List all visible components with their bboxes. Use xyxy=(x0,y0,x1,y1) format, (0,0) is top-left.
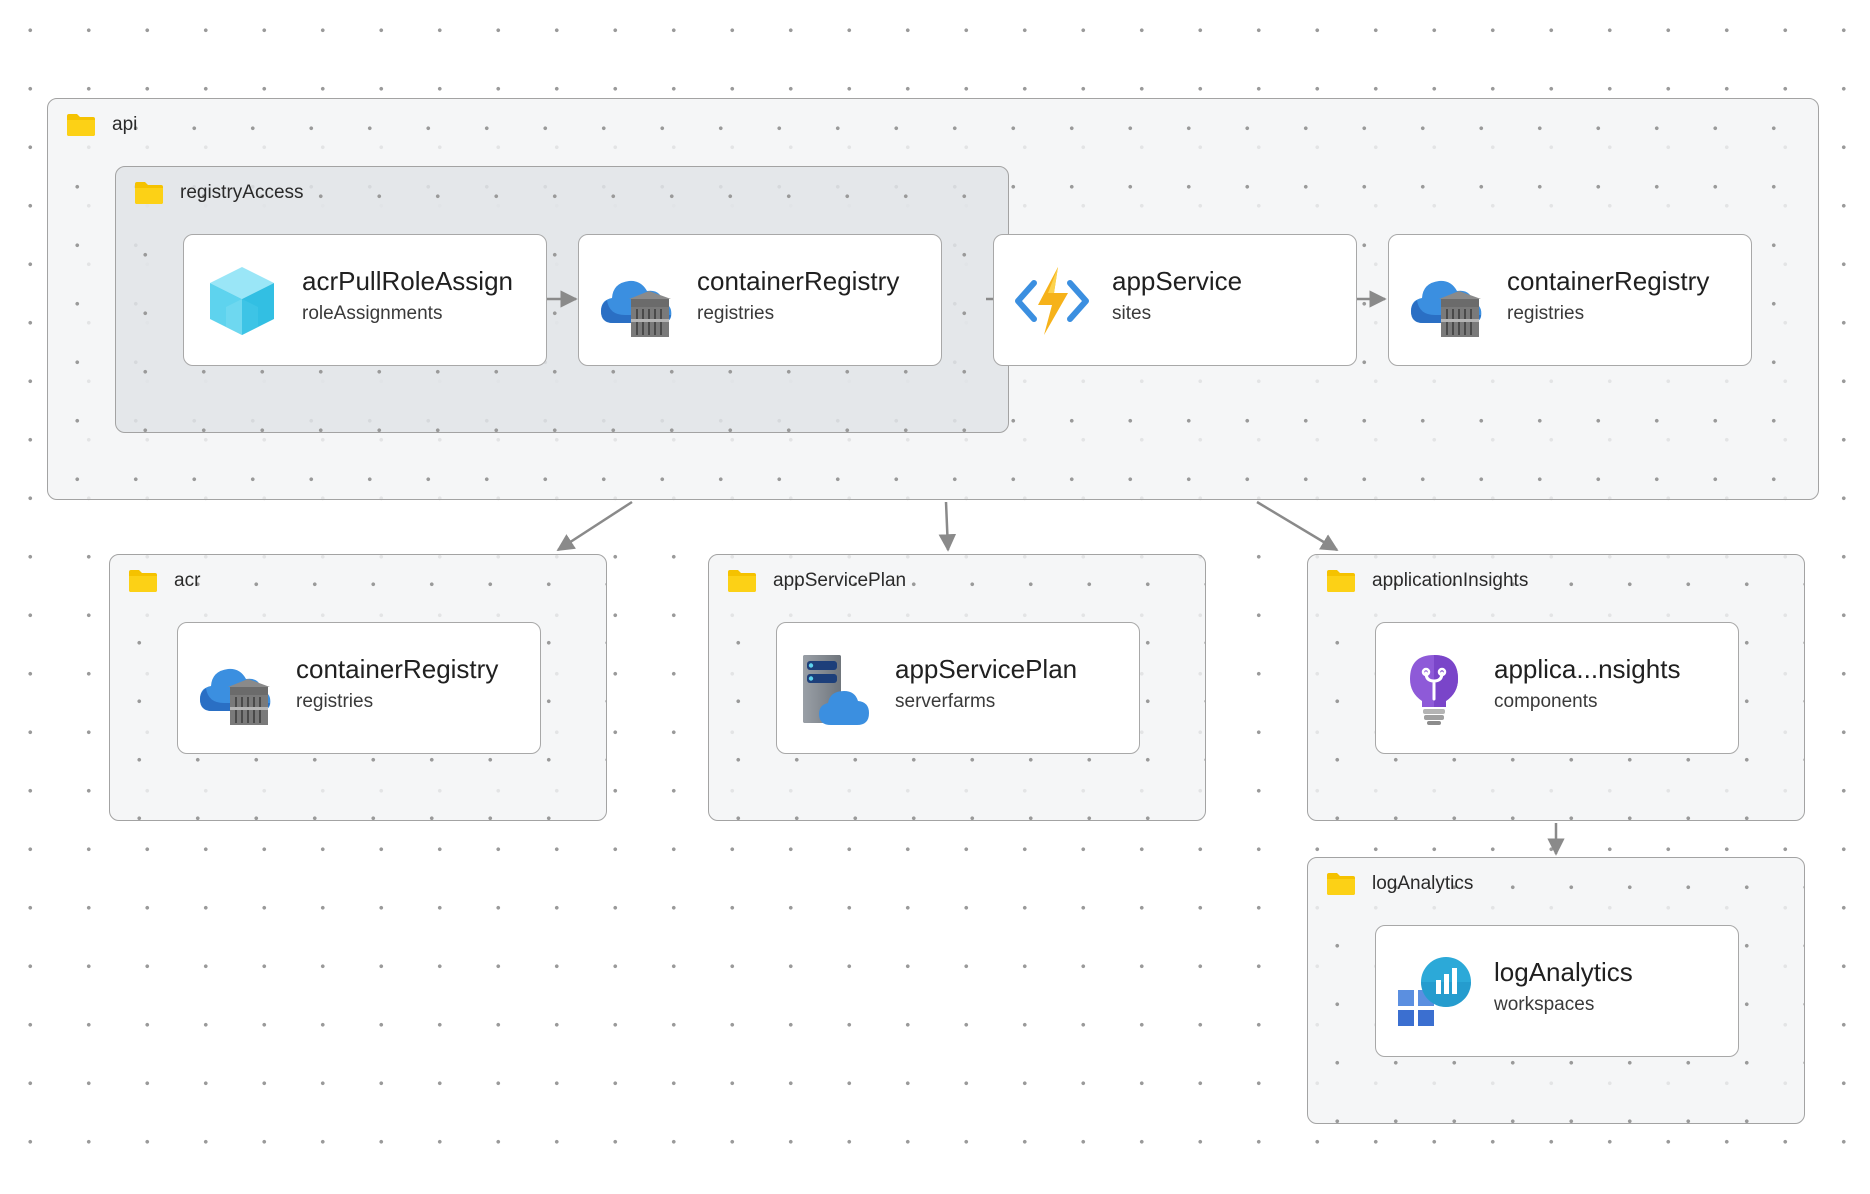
log-analytics-icon xyxy=(1396,954,1472,1030)
node-title: logAnalytics xyxy=(1494,957,1633,987)
node-type: sites xyxy=(1112,303,1152,324)
node-title: containerRegistry xyxy=(296,654,499,684)
node-type: serverfarms xyxy=(895,691,996,712)
group-label: logAnalytics xyxy=(1372,873,1474,894)
node-type: components xyxy=(1494,691,1598,712)
node-container-registry-acr[interactable]: containerRegistry registries xyxy=(177,622,541,754)
edge-api-to-acr xyxy=(556,500,633,552)
app-service-bolt-icon xyxy=(1014,263,1090,339)
group-app-service-plan-header: appServicePlan xyxy=(727,569,906,593)
edge-api-to-application-insights xyxy=(1256,500,1339,552)
node-title: containerRegistry xyxy=(1507,266,1710,296)
node-title: applica...nsights xyxy=(1494,654,1681,684)
group-label: api xyxy=(112,114,138,135)
node-type: registries xyxy=(296,691,374,712)
folder-icon xyxy=(128,569,158,593)
group-label: appServicePlan xyxy=(773,570,907,591)
node-title: appService xyxy=(1112,266,1243,296)
node-type: roleAssignments xyxy=(302,303,443,324)
edge-api-to-app-service-plan xyxy=(938,501,957,552)
node-log-analytics[interactable]: logAnalytics workspaces xyxy=(1375,925,1739,1057)
lightbulb-insights-icon xyxy=(1396,651,1472,727)
node-app-service[interactable]: appService sites xyxy=(993,234,1357,366)
node-type: registries xyxy=(1507,303,1585,324)
server-farm-icon xyxy=(797,651,873,727)
role-assignment-cube-icon xyxy=(204,263,280,339)
node-type: registries xyxy=(697,303,775,324)
folder-icon xyxy=(134,181,164,205)
folder-icon xyxy=(66,113,96,137)
folder-icon xyxy=(1326,872,1356,896)
group-acr-header: acr xyxy=(128,569,200,593)
node-type: workspaces xyxy=(1494,994,1595,1015)
folder-icon xyxy=(727,569,757,593)
node-acr-pull-role-assign[interactable]: acrPullRoleAssign roleAssignments xyxy=(183,234,547,366)
node-application-insights[interactable]: applica...nsights components xyxy=(1375,622,1739,754)
node-title: appServicePlan xyxy=(895,654,1078,684)
node-title: acrPullRoleAssign xyxy=(302,266,513,296)
node-title: containerRegistry xyxy=(697,266,900,296)
group-label: applicationInsights xyxy=(1372,570,1529,591)
container-registry-icon xyxy=(1409,263,1485,339)
container-registry-icon xyxy=(599,263,675,339)
folder-icon xyxy=(1326,569,1356,593)
group-application-insights-header: applicationInsights xyxy=(1326,569,1528,593)
node-app-service-plan[interactable]: appServicePlan serverfarms xyxy=(776,622,1140,754)
node-container-registry-access[interactable]: containerRegistry registries xyxy=(578,234,942,366)
group-registry-access-header: registryAccess xyxy=(134,181,304,205)
group-label: registryAccess xyxy=(180,182,304,203)
group-label: acr xyxy=(174,570,201,591)
node-container-registry-api[interactable]: containerRegistry registries xyxy=(1388,234,1752,366)
container-registry-icon xyxy=(198,651,274,727)
group-api-header: api xyxy=(66,113,137,137)
group-log-analytics-header: logAnalytics xyxy=(1326,872,1473,896)
